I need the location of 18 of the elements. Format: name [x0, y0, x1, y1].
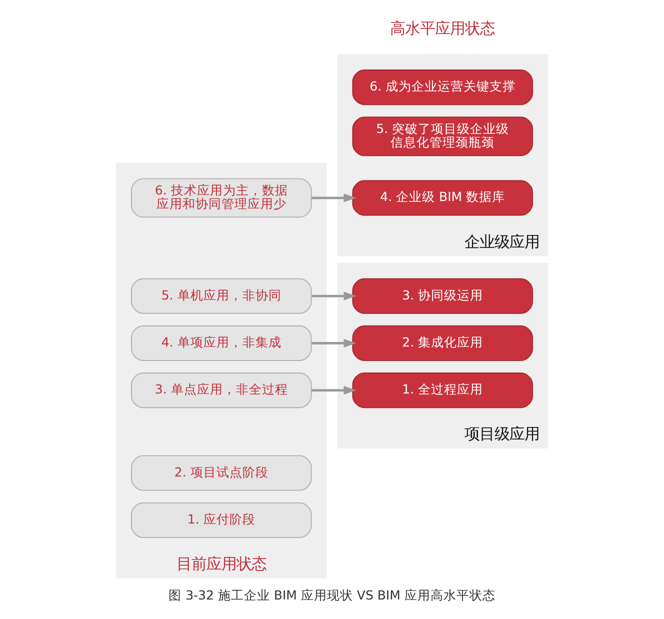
node-box: 2. 项目试点阶段 [130, 455, 312, 491]
node-box: 3. 协同级运用 [352, 278, 534, 314]
arrow [312, 386, 356, 395]
arrow [312, 338, 356, 348]
node-box: 1. 全过程应用 [352, 372, 534, 408]
arrow [312, 292, 356, 300]
node-box: 5. 突破了项目级企业级信息化管理颈瓶颈 [352, 116, 534, 156]
node-box: 6. 成为企业运营关键支撑 [352, 70, 534, 106]
node-box: 4. 企业级 BIM 数据库 [352, 180, 534, 216]
node-box: 4. 单项应用，非集成 [130, 325, 312, 361]
node-box: 2. 集成化应用 [352, 325, 534, 361]
node-box: 5. 单机应用，非协同 [130, 278, 312, 314]
caption: 图 3-32 施工企业 BIM 应用现状 VS BIM 应用高水平状态 [168, 587, 496, 602]
node-box: 1. 应付阶段 [130, 502, 312, 538]
label: 高水平应用状态 [390, 19, 496, 38]
node-box: 6. 技术应用为主，数据应用和协同管理应用少 [130, 178, 312, 218]
arrow [312, 194, 356, 202]
node-box: 3. 单点应用，非全过程 [130, 372, 312, 408]
